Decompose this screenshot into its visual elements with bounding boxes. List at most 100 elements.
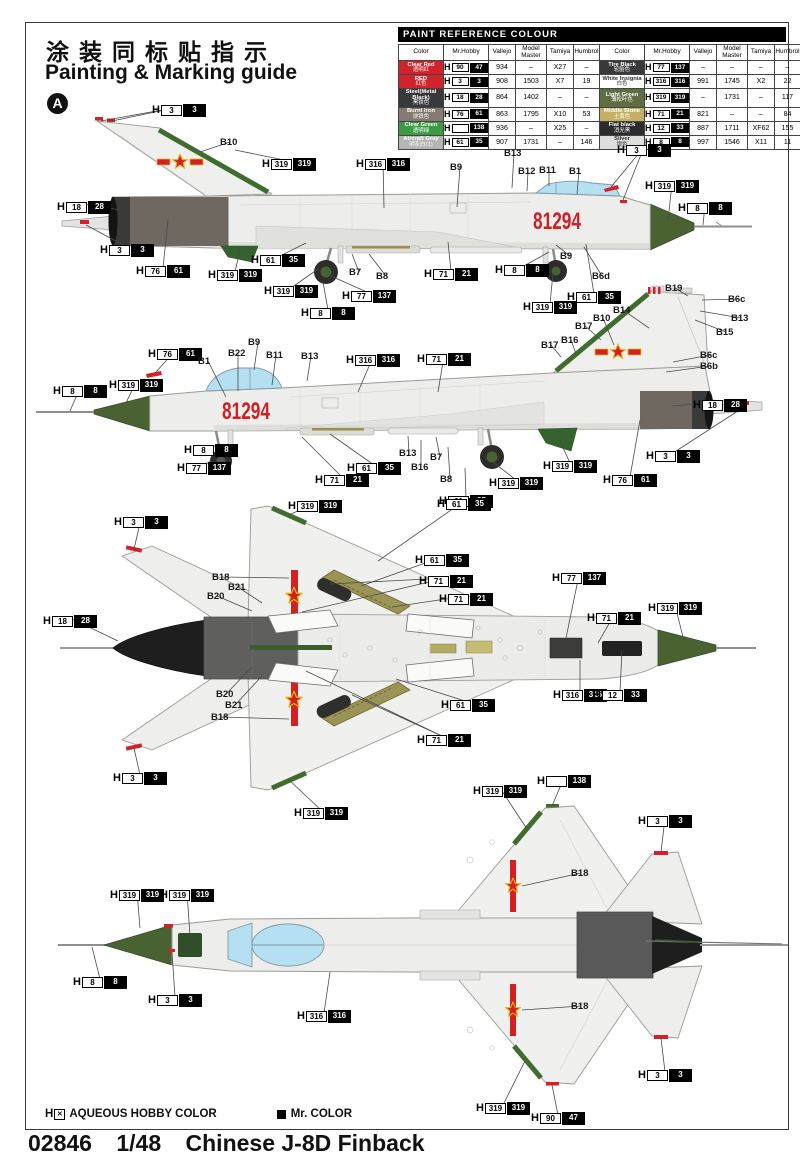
aqueous-prefix: H xyxy=(45,1108,54,1120)
serial-number: 81294 xyxy=(222,398,270,425)
red-tailplane-tip xyxy=(80,220,89,224)
part-callout: B8 xyxy=(440,474,453,485)
part-callout: B21 xyxy=(225,700,243,711)
wing-leading-edge-green xyxy=(512,810,543,846)
anti-glare-panel xyxy=(178,933,202,957)
exhaust-nozzles xyxy=(652,916,702,974)
part-callout: B10 xyxy=(220,137,238,148)
part-callout: B13 xyxy=(731,313,749,324)
part-callout: B1 xyxy=(569,166,582,177)
page-border xyxy=(25,22,789,1130)
part-callout: B8 xyxy=(376,271,389,282)
part-callout: B19 xyxy=(665,283,683,294)
radome-green xyxy=(657,629,717,667)
paint-value-cell: 1745 xyxy=(716,74,748,89)
part-callout: B14 xyxy=(613,305,631,316)
product-name: Chinese J-8D Finback xyxy=(185,1130,425,1156)
part-callout: B15 xyxy=(716,327,734,338)
burnt-iron-aft-fuselage xyxy=(640,391,698,429)
part-callout: B12 xyxy=(518,166,536,177)
part-callout: B6d xyxy=(592,271,610,282)
color-system-legend: H ✕ AQUEOUS HOBBY COLOR Mr. COLOR xyxy=(45,1108,352,1120)
wing-leading-edge-green xyxy=(270,505,308,526)
aqueous-label: AQUEOUS HOBBY COLOR xyxy=(69,1108,217,1120)
part-callout: B9 xyxy=(560,251,573,262)
paint-value-cell: 22 xyxy=(774,74,800,89)
part-callout: B17 xyxy=(541,340,559,351)
scheme-letter-badge: A xyxy=(47,93,68,114)
page-title-english: Painting & Marking guide xyxy=(45,61,298,84)
page-title-chinese: 涂装同标贴指示 xyxy=(46,40,277,66)
part-callout: B16 xyxy=(561,335,579,346)
mr-color-square-icon xyxy=(276,1109,286,1119)
serial-number: 81294 xyxy=(533,208,581,235)
product-scale: 1/48 xyxy=(116,1130,162,1156)
part-callout: B18 xyxy=(212,572,230,583)
paint-table-title: PAINT REFERENCE COLOUR xyxy=(398,27,786,42)
canopy xyxy=(535,180,621,197)
